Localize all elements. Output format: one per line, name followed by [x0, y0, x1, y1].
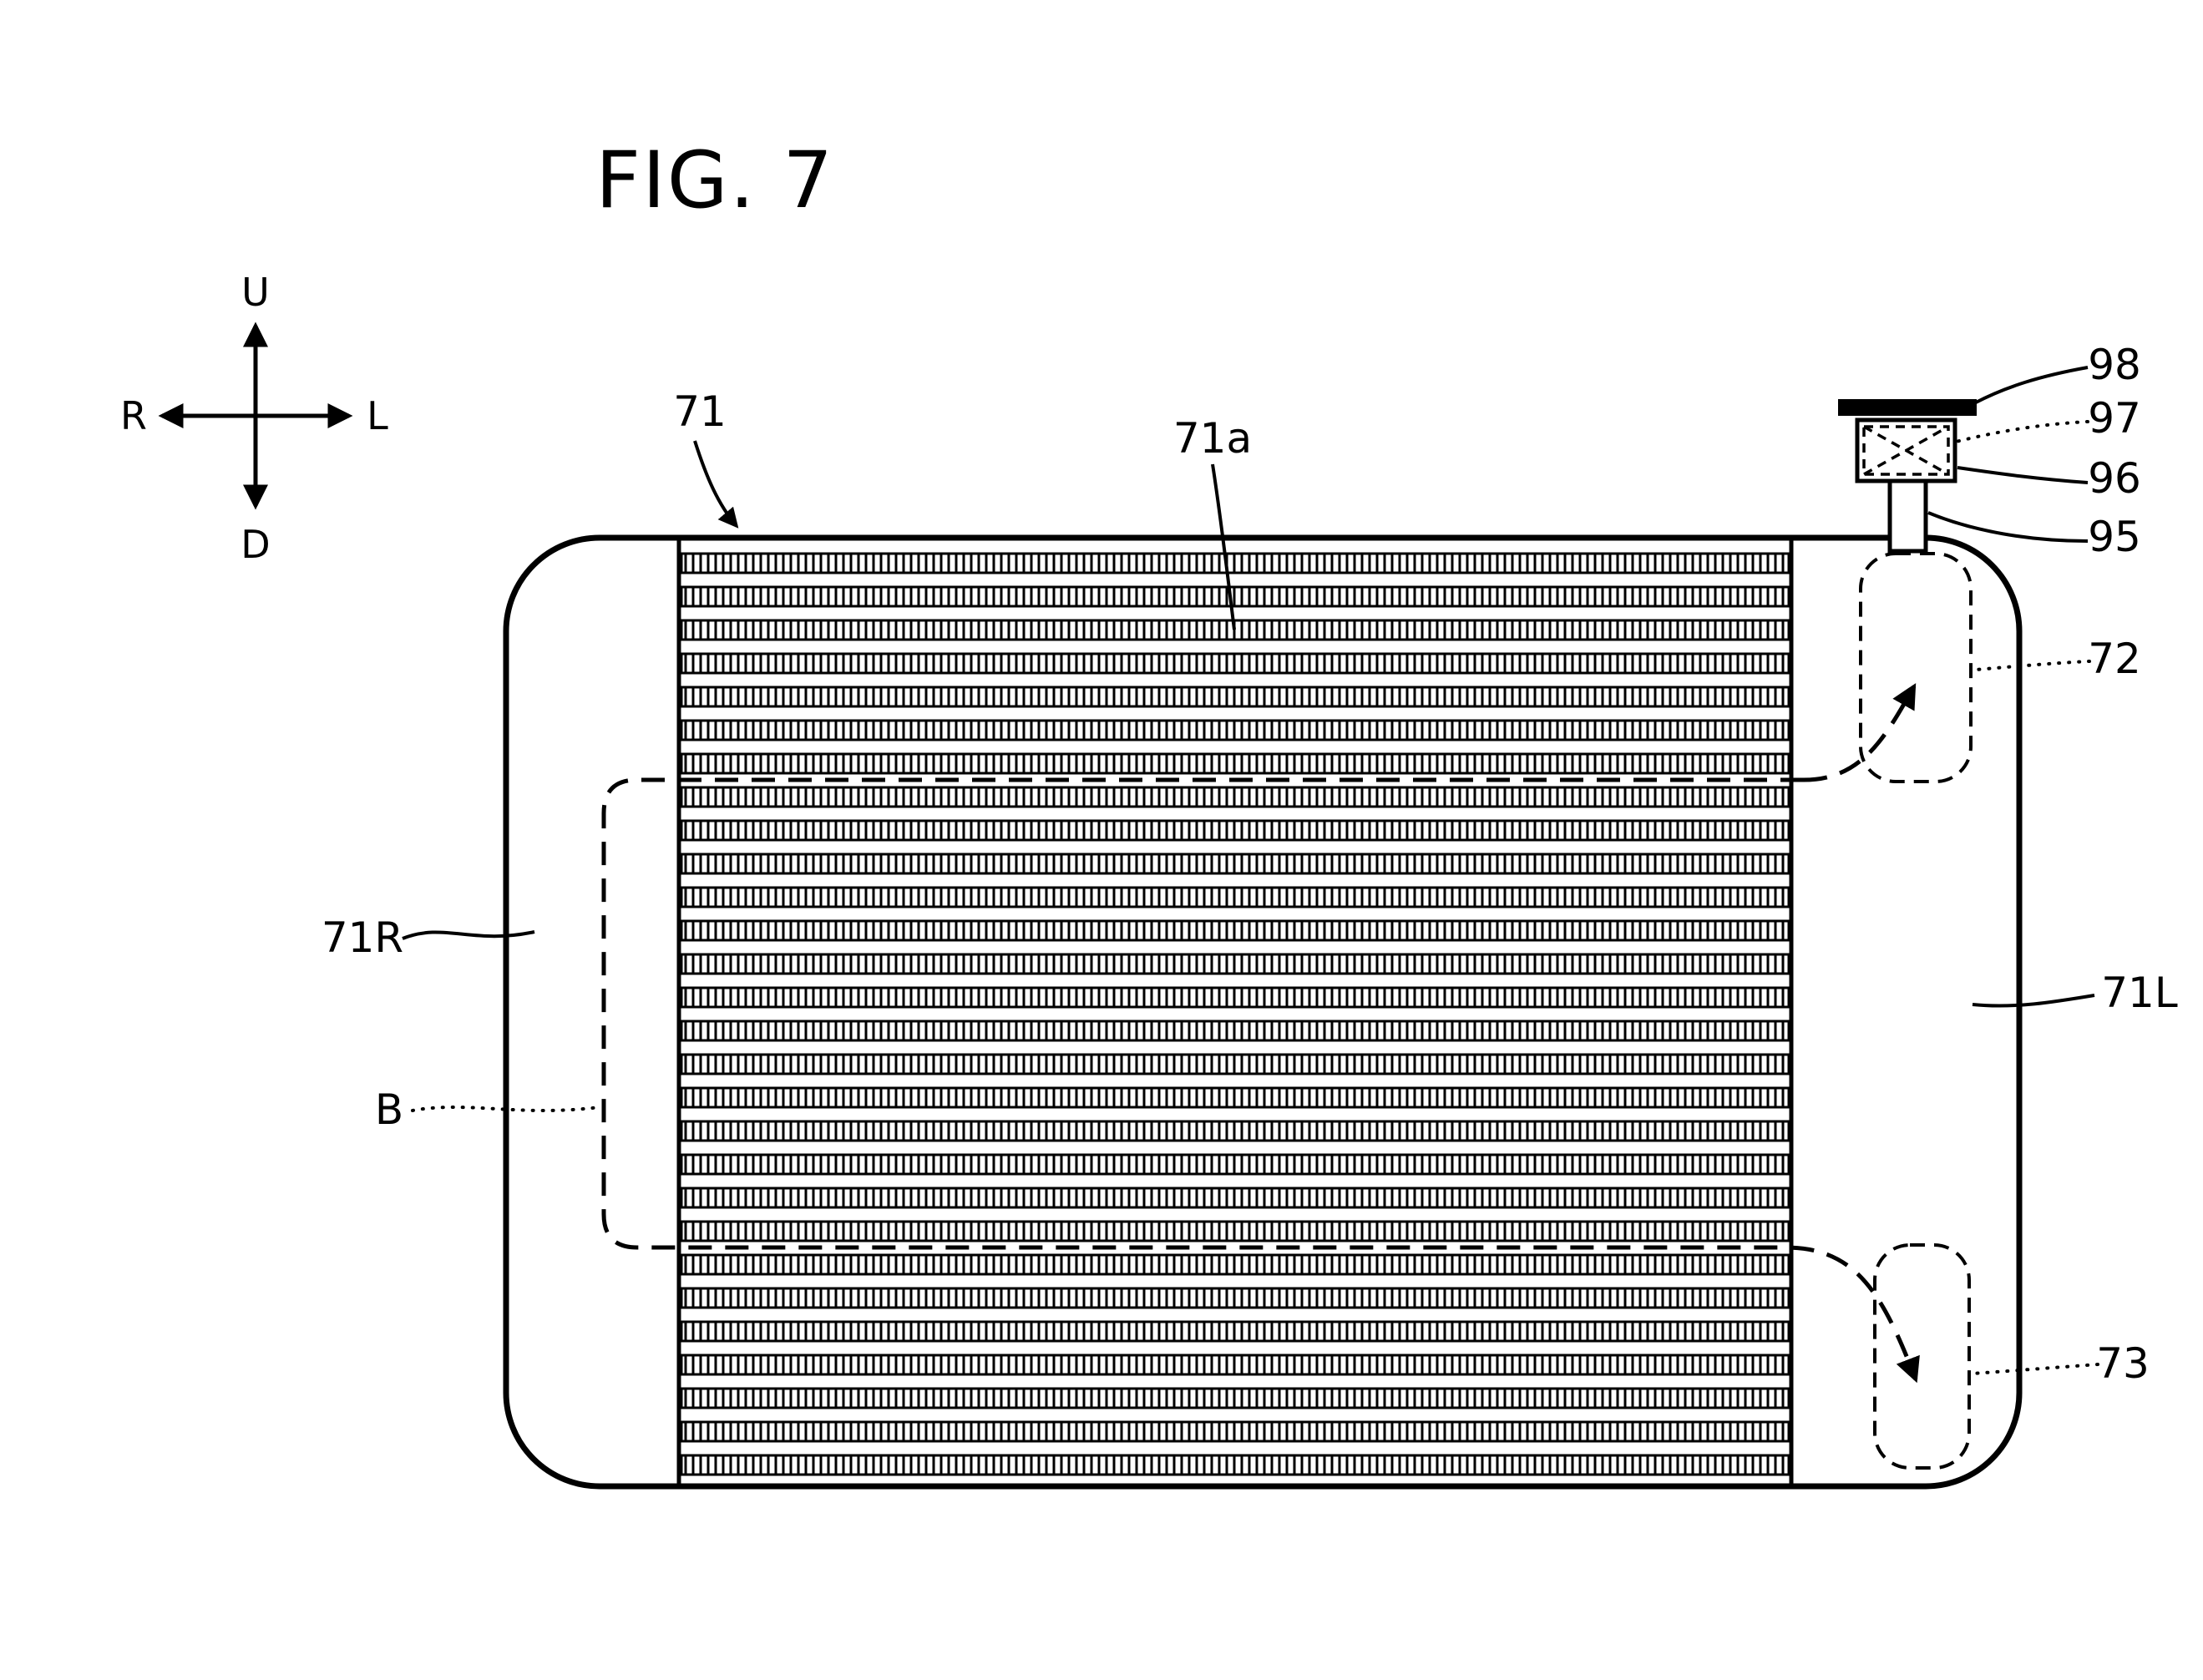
- lower-port-box-73: [1873, 1243, 1971, 1470]
- tube-band: [680, 786, 1790, 808]
- valve-cross-line-2: [1863, 425, 1949, 476]
- tube-band: [680, 919, 1790, 942]
- valve-97: [1862, 425, 1950, 476]
- leader-71R: [402, 930, 535, 940]
- label-71: 71: [673, 387, 727, 436]
- tube-band: [680, 1053, 1790, 1075]
- tube-band: [680, 953, 1790, 975]
- core-tube-bands: [680, 552, 1790, 1476]
- label-73: 73: [2096, 1339, 2150, 1388]
- leader-96: [1957, 466, 2089, 484]
- tube-band: [680, 1354, 1790, 1376]
- leader-95: [1927, 511, 2089, 543]
- compass-right-label: L: [367, 393, 388, 438]
- tube-band: [680, 1420, 1790, 1443]
- tube-band: [680, 1387, 1790, 1409]
- tube-band: [680, 1320, 1790, 1343]
- tube-band: [680, 619, 1790, 641]
- tube-band: [680, 986, 1790, 1009]
- leader-98: [1973, 366, 2089, 405]
- figure-title: FIG. 7: [595, 135, 834, 226]
- label-72: 72: [2088, 635, 2141, 683]
- flow-path: [601, 683, 1920, 1384]
- tube-band: [680, 752, 1790, 775]
- reference-labels: 71 71a 71R 71L B 72 73 98 97 96 95: [322, 341, 2178, 1388]
- compass-down-label: D: [241, 522, 270, 567]
- tube-band: [680, 585, 1790, 608]
- leader-73: [1971, 1363, 2099, 1375]
- leader-71a: [1211, 463, 1236, 630]
- tube-band: [680, 1187, 1790, 1209]
- compass-left-label: R: [120, 393, 147, 438]
- tube-band: [680, 1220, 1790, 1242]
- tube-band: [680, 853, 1790, 875]
- direction-compass: U D R L: [120, 270, 388, 567]
- label-95: 95: [2088, 513, 2141, 561]
- label-B: B: [375, 1085, 403, 1134]
- compass-up-label: U: [241, 270, 270, 315]
- leader-lines: [402, 366, 2099, 1375]
- tube-band: [680, 686, 1790, 708]
- flow-path-upper: [1803, 683, 1917, 782]
- tube-band: [680, 1454, 1790, 1476]
- leader-97: [1951, 420, 2089, 444]
- leader-71: [693, 440, 739, 529]
- flow-path-lower: [601, 777, 1920, 1384]
- filler-cap-98: [1838, 399, 1977, 416]
- upper-port-box-72: [1859, 552, 1973, 783]
- tube-band: [680, 1287, 1790, 1309]
- tube-band: [680, 652, 1790, 675]
- label-71L: 71L: [2101, 969, 2178, 1017]
- tube-band: [680, 819, 1790, 842]
- label-98: 98: [2088, 341, 2141, 389]
- label-96: 96: [2088, 454, 2141, 503]
- label-71a: 71a: [1173, 414, 1252, 463]
- tube-band: [680, 1253, 1790, 1276]
- leader-72: [1974, 660, 2091, 671]
- leader-71L: [1972, 994, 2095, 1008]
- radiator-body-outline: [503, 534, 2023, 1490]
- valve-housing-96: [1855, 417, 1957, 483]
- tube-band: [680, 552, 1790, 574]
- tube-band: [680, 886, 1790, 908]
- leader-B: [411, 1106, 601, 1112]
- filler-neck-assembly: [1838, 399, 1977, 554]
- tube-band: [680, 1086, 1790, 1109]
- tube-band: [680, 1020, 1790, 1042]
- tube-band: [680, 1120, 1790, 1142]
- tube-band: [680, 719, 1790, 741]
- filler-neck-95: [1887, 478, 1928, 554]
- label-97: 97: [2088, 394, 2141, 443]
- label-71R: 71R: [322, 913, 403, 962]
- tube-band: [680, 1153, 1790, 1176]
